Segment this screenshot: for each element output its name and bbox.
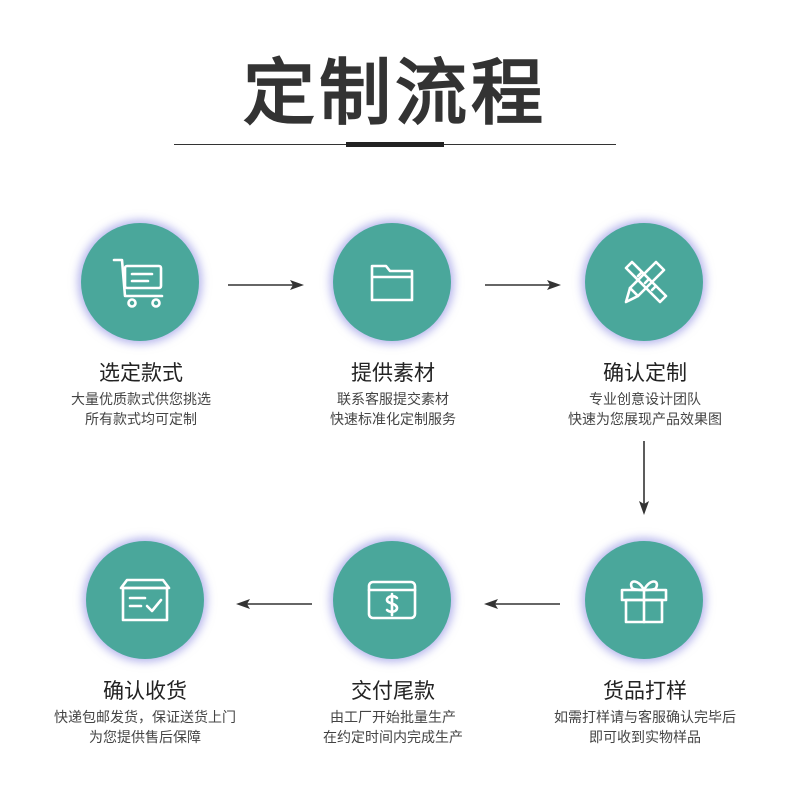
step-1-circle — [81, 223, 199, 341]
step-3-title: 确认定制 — [603, 361, 687, 385]
step-5-circle — [333, 541, 451, 659]
step-5-desc-line2: 在约定时间内完成生产 — [323, 730, 463, 746]
step-6-desc-line1: 快递包邮发货，保证送货上门 — [54, 710, 236, 726]
step-2-desc-line1: 联系客服提交素材 — [337, 392, 449, 408]
step-2-circle — [333, 223, 451, 341]
arrow-step3-to-step4 — [639, 441, 649, 515]
step-6-desc-line2: 为您提供售后保障 — [89, 730, 201, 746]
gift-icon — [620, 580, 668, 624]
shopping-cart-icon — [112, 258, 164, 308]
step-1-title: 选定款式 — [99, 361, 183, 385]
step-3-desc-line2: 快速为您展现产品效果图 — [568, 412, 722, 428]
step-5-title: 交付尾款 — [351, 679, 435, 703]
page-title: 定制流程 — [242, 51, 547, 135]
payment-card-icon — [367, 580, 417, 620]
arrow-step1-to-step2 — [228, 280, 304, 290]
step-6-circle — [86, 541, 204, 659]
title-divider-accent — [346, 142, 444, 147]
step-1-desc-line1: 大量优质款式供您挑选 — [71, 392, 211, 408]
pencil-ruler-icon — [624, 260, 668, 304]
step-1-desc-line2: 所有款式均可定制 — [85, 412, 197, 428]
step-5-desc-line1: 由工厂开始批量生产 — [330, 710, 456, 726]
step-3-circle — [585, 223, 703, 341]
step-4-title: 货品打样 — [603, 679, 687, 703]
folder-icon — [370, 264, 414, 302]
step-4-circle — [585, 541, 703, 659]
arrow-step2-to-step3 — [485, 280, 561, 290]
step-3-desc-line1: 专业创意设计团队 — [589, 392, 701, 408]
arrow-step5-to-step6 — [236, 599, 312, 609]
step-4-desc-line2: 即可收到实物样品 — [589, 730, 701, 746]
step-4-desc-line1: 如需打样请与客服确认完毕后 — [554, 710, 736, 726]
step-6-title: 确认收货 — [103, 679, 187, 703]
step-2-title: 提供素材 — [351, 361, 435, 385]
step-2-desc-line2: 快速标准化定制服务 — [330, 412, 456, 428]
delivery-box-icon — [119, 578, 171, 622]
arrow-step4-to-step5 — [484, 599, 560, 609]
